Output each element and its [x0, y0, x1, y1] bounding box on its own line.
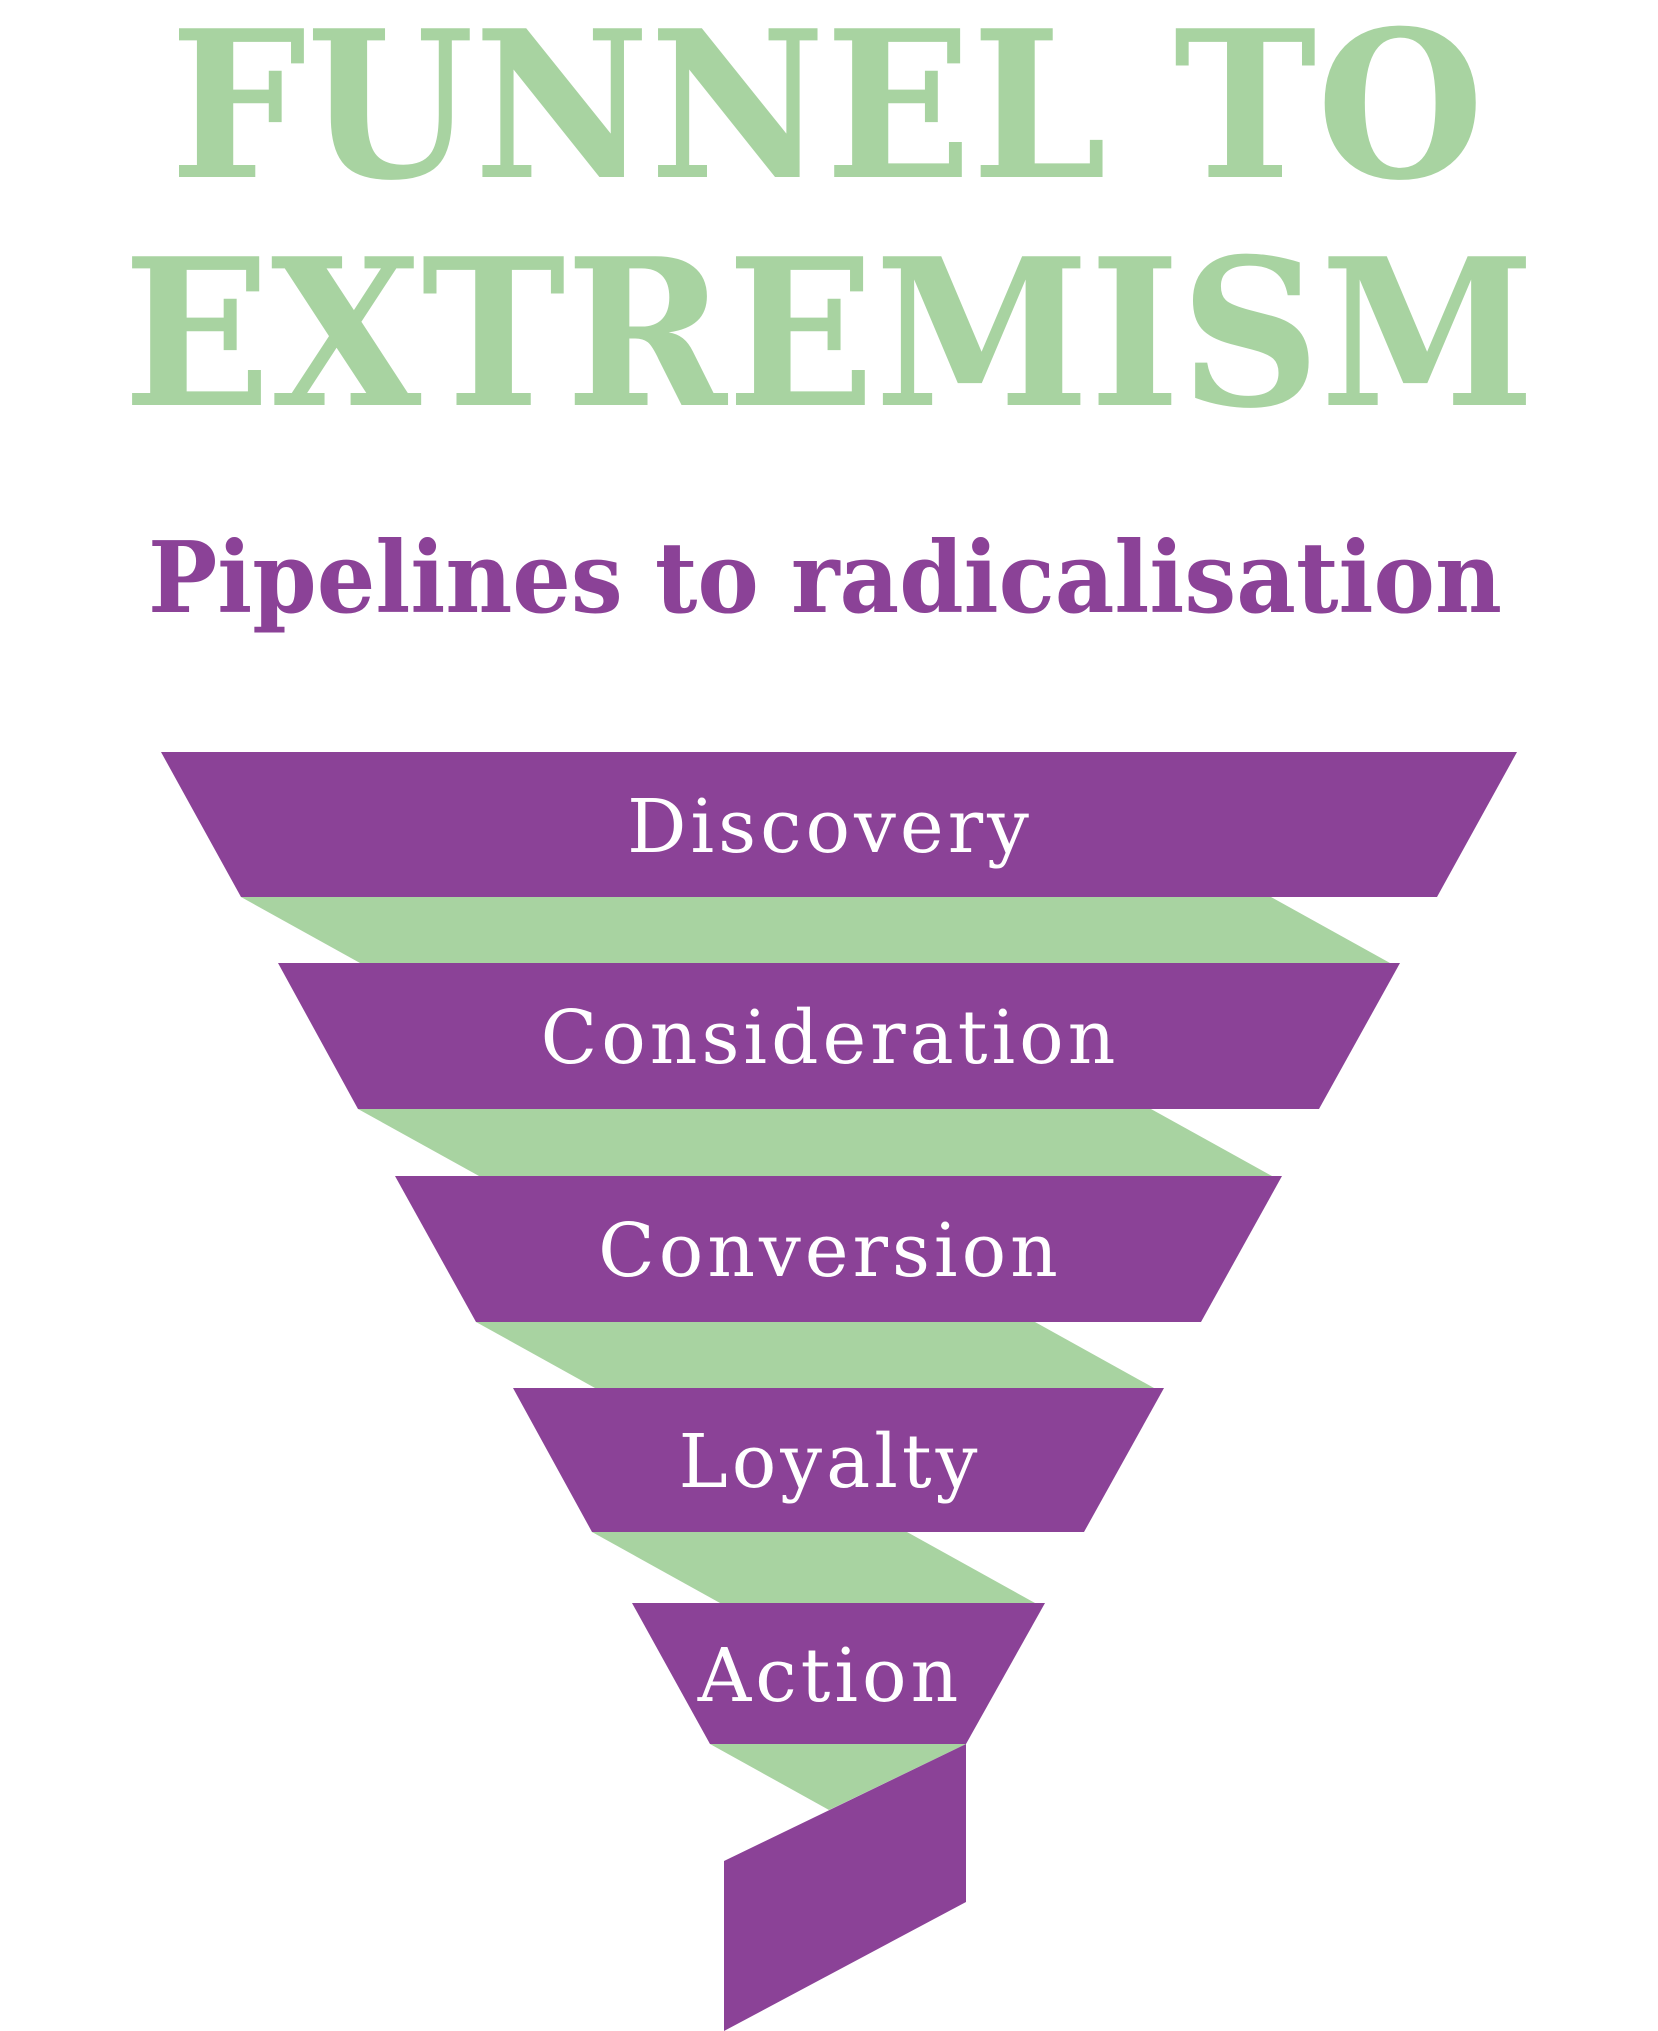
funnel-spout	[724, 1744, 966, 2031]
funnel-stage-label-2: Consideration	[541, 995, 1120, 1081]
title-group: FUNNEL TO EXTREMISM Pipelines to radical…	[123, 0, 1535, 636]
funnel-stage-label-4: Loyalty	[679, 1419, 982, 1505]
funnel-stage-band-5	[632, 1603, 1045, 1744]
page-title-line-2: EXTREMISM	[123, 214, 1535, 454]
funnel-ribbon-fold-1	[241, 897, 1390, 963]
funnel-ribbon-fold-4	[592, 1532, 1035, 1603]
funnel-stage-band-2	[278, 963, 1400, 1109]
funnel-stage-label-3: Conversion	[598, 1208, 1062, 1294]
funnel-stage-band-3	[395, 1176, 1282, 1322]
funnel-ribbon-fold-2	[358, 1109, 1272, 1176]
page-title-line-1: FUNNEL TO	[170, 0, 1484, 226]
funnel-stage-band-1	[161, 752, 1517, 897]
funnel-diagram: DiscoveryConsiderationConversionLoyaltyA…	[161, 752, 1517, 2031]
funnel-ribbon-fold-3	[476, 1322, 1154, 1388]
funnel-stage-band-4	[513, 1388, 1164, 1532]
page-subtitle: Pipelines to radicalisation	[148, 521, 1502, 636]
funnel-stage-label-5: Action	[697, 1633, 963, 1719]
funnel-stage-label-1: Discovery	[627, 784, 1033, 870]
funnel-ribbon-fold-tip	[710, 1744, 966, 1810]
